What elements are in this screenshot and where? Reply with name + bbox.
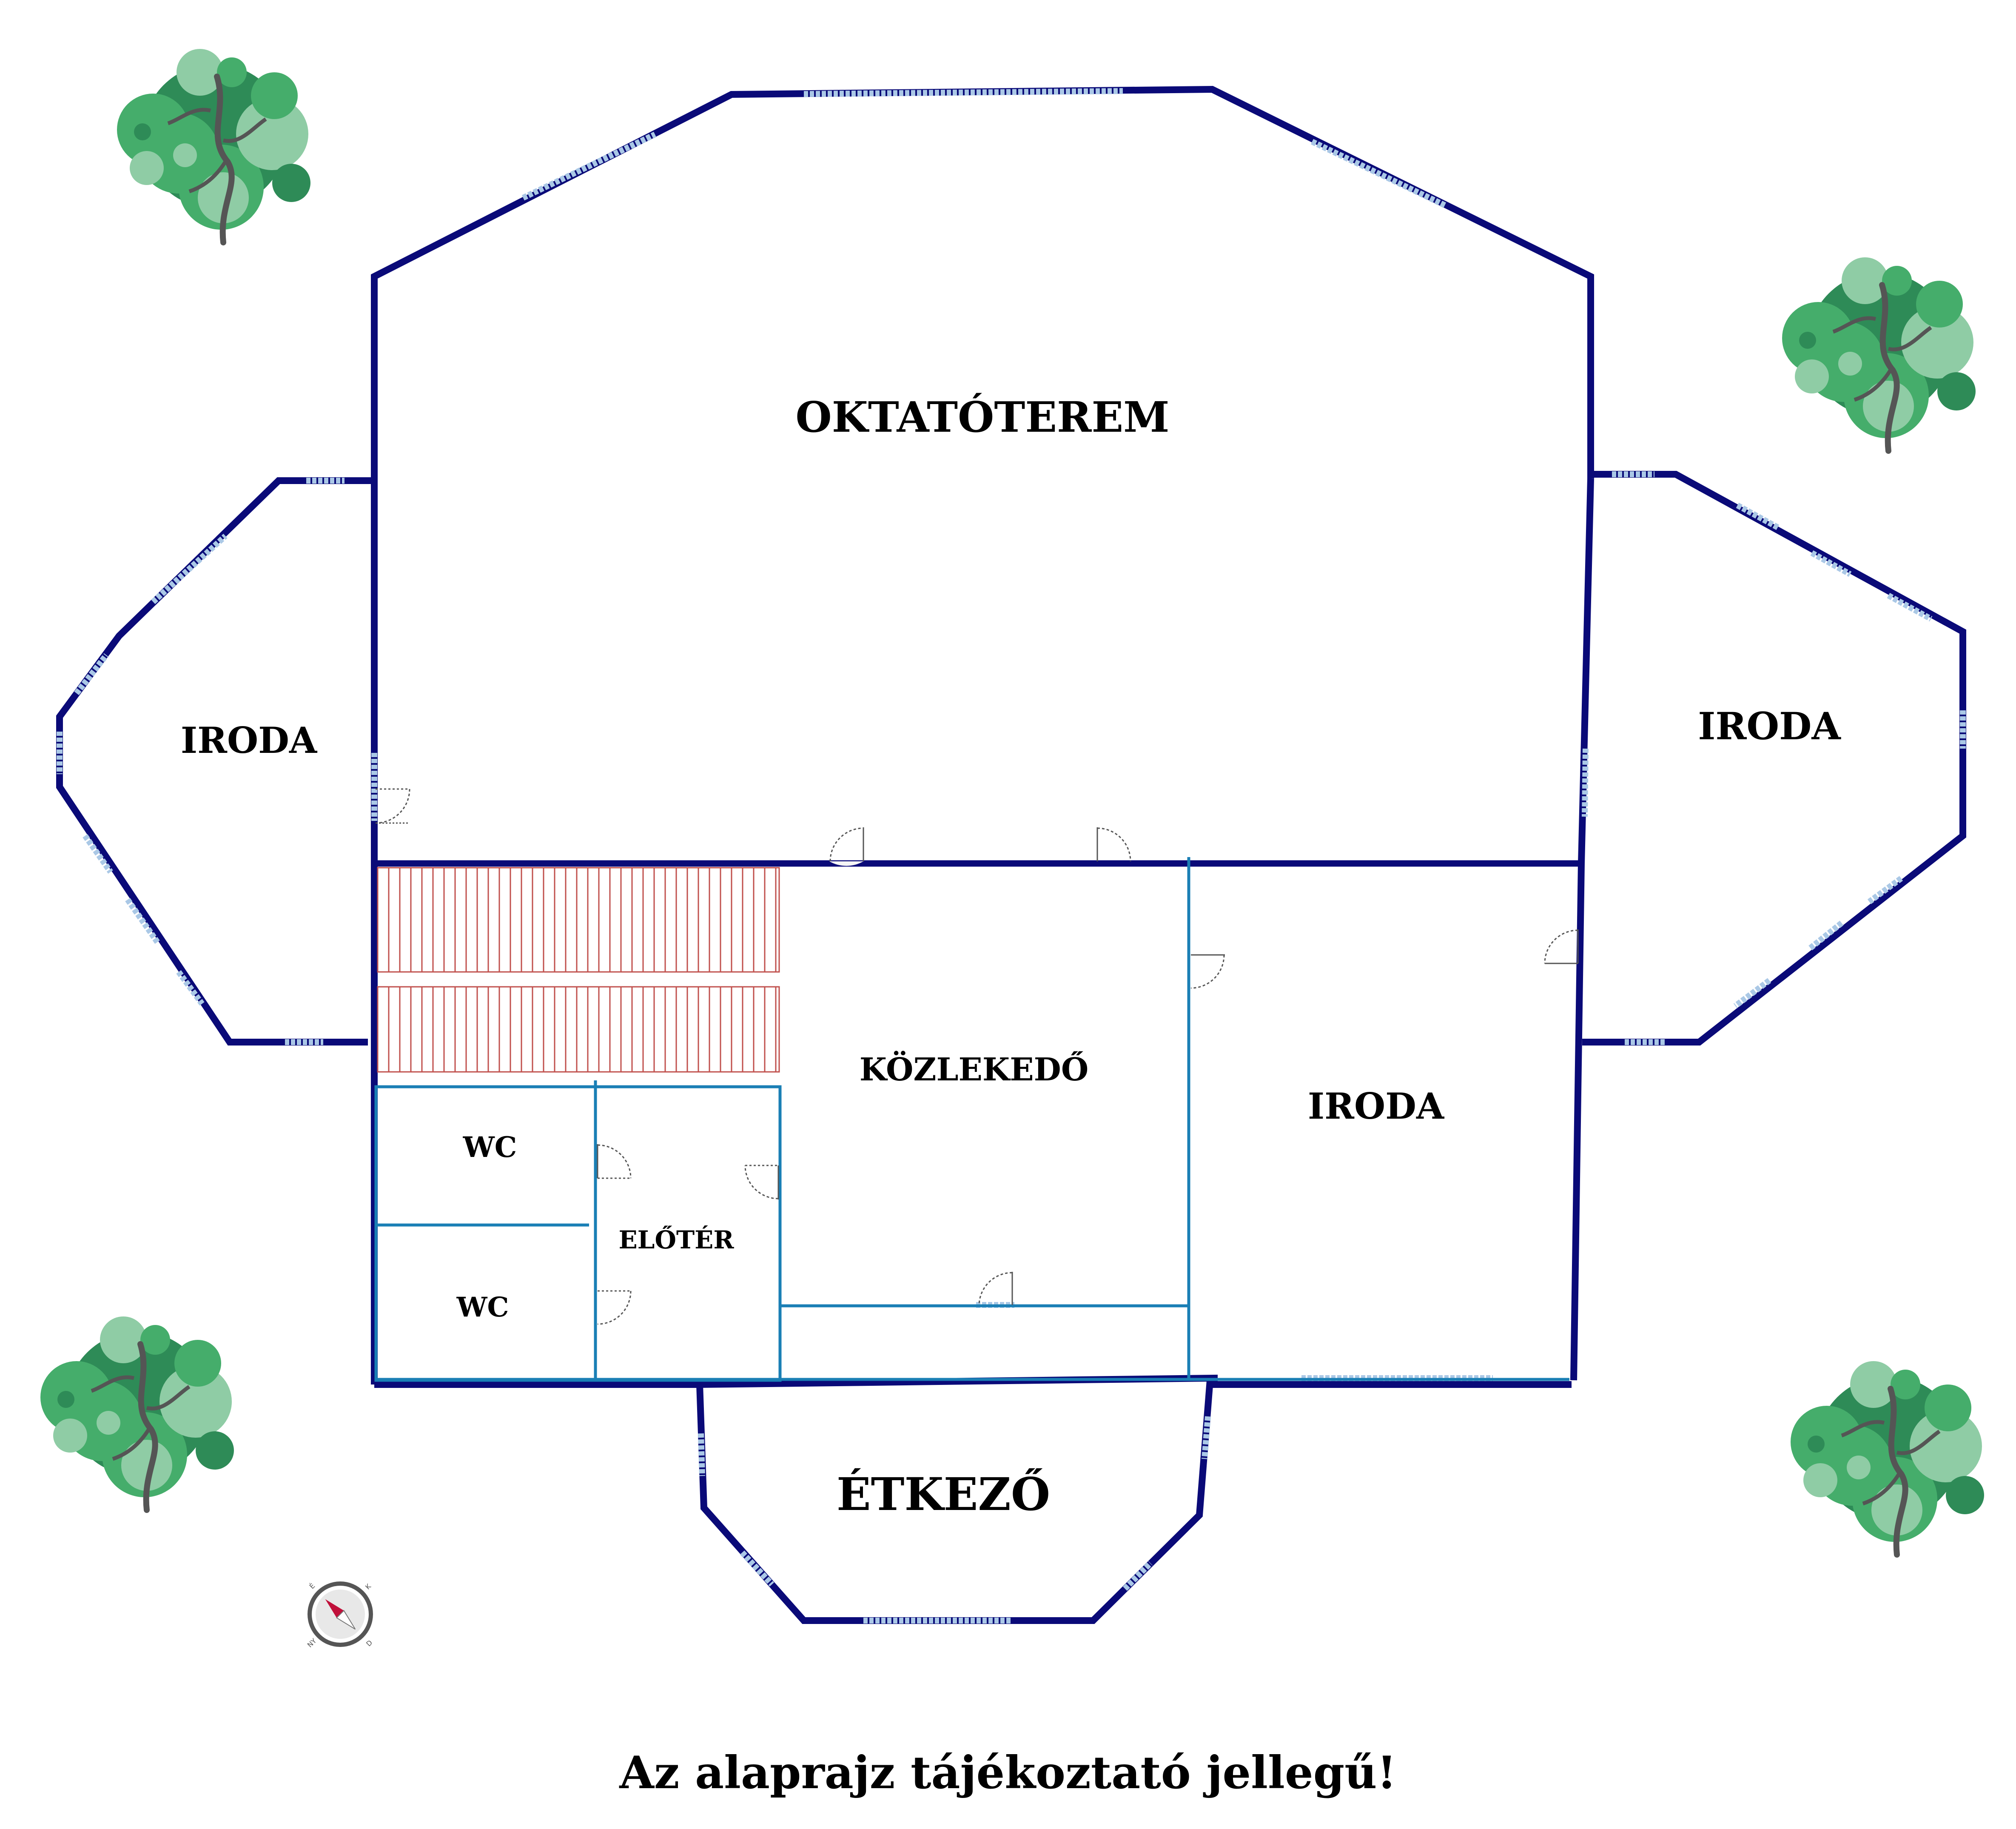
tree-icon — [40, 1316, 234, 1510]
room-label-eloter: ELŐTÉR — [618, 1225, 734, 1254]
door-swing-icon — [597, 1290, 632, 1325]
bottom-wall-mid — [699, 1374, 1572, 1388]
compass-east: K — [364, 1582, 373, 1591]
room-label-kozlekedo: KÖZLEKEDŐ — [860, 1050, 1089, 1088]
compass-north: É — [308, 1582, 317, 1591]
right-office-walls — [1582, 471, 1966, 1046]
tree-icon — [1791, 1361, 1984, 1555]
door-swing-icon — [1190, 954, 1225, 989]
compass-icon: É K D NY — [306, 1581, 374, 1649]
door-swing-icon — [1096, 827, 1131, 862]
east-wall — [1570, 478, 1594, 1381]
compass-south: D — [364, 1638, 374, 1648]
room-label-etkezo: ÉTKEZŐ — [837, 1467, 1050, 1521]
tree-icon — [117, 49, 310, 242]
left-office-walls — [56, 477, 374, 1046]
doors — [375, 788, 1579, 1325]
room-label-iroda-left: IRODA — [181, 719, 318, 761]
compass-west: NY — [306, 1637, 318, 1649]
door-swing-icon — [978, 1272, 1013, 1305]
classroom-walls — [371, 85, 1594, 863]
outer-walls — [56, 85, 1966, 1624]
tree-icon — [1782, 257, 1976, 451]
stair-flight-upper — [377, 867, 780, 973]
stair-flight-lower — [377, 986, 780, 1073]
disclaimer-note: Az alaprajz tájékoztató jellegű! — [619, 1746, 1397, 1799]
door-swing-icon — [1544, 929, 1579, 964]
door-swing-icon — [597, 1144, 632, 1179]
door-swing-icon — [744, 1165, 779, 1199]
door-swing-icon — [829, 827, 864, 866]
room-label-wc-top: WC — [463, 1131, 517, 1164]
door-swing-icon — [375, 788, 410, 824]
windows — [57, 88, 1966, 1624]
room-label-iroda-center: IRODA — [1308, 1085, 1445, 1127]
room-label-iroda-right: IRODA — [1698, 704, 1841, 748]
inner-walls — [374, 857, 1569, 1382]
stair-treads — [388, 868, 777, 1072]
room-label-oktatoterem: OKTATÓTEREM — [795, 393, 1169, 442]
stairs — [377, 867, 780, 1073]
room-label-wc-bottom: WC — [456, 1291, 509, 1323]
